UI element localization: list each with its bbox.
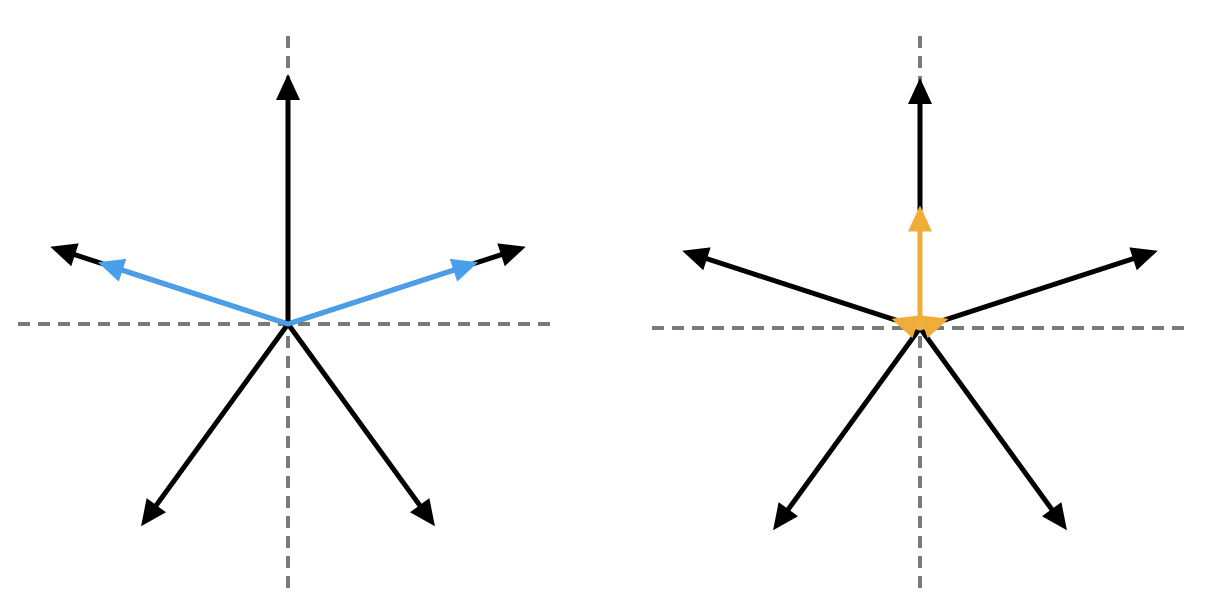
vector-left-lower-right-head <box>409 498 435 527</box>
vector-left-upper-right-head <box>497 243 526 267</box>
vector-right-upper-left-head <box>682 247 711 271</box>
highlight-vector-right-orange-left-head <box>891 315 920 339</box>
vector-right-lower-left-shaft <box>784 325 923 514</box>
vector-left-up <box>276 74 300 327</box>
highlight-vector-left-blue-upper-left <box>97 258 291 327</box>
highlight-vector-right-orange-right-head <box>920 315 949 339</box>
vector-left-up-head <box>276 74 300 100</box>
highlight-vector-left-blue-upper-right-head <box>449 258 479 282</box>
vector-right-upper-left-shaft <box>702 255 923 331</box>
vector-left-lower-left-shaft <box>152 321 291 510</box>
vector-left-lower-right-shaft <box>285 321 424 510</box>
panel-right <box>652 36 1188 588</box>
vector-left-lower-left <box>141 321 291 527</box>
vector-right-lower-right-shaft <box>917 325 1056 514</box>
highlight-vector-right-orange-up-head <box>908 205 932 232</box>
highlight-vector-left-blue-upper-left-head <box>97 258 127 282</box>
highlight-vector-left-blue-upper-right <box>285 258 479 327</box>
vector-right-up-head <box>908 78 932 104</box>
vector-left-lower-right <box>285 321 435 527</box>
vector-right-lower-right <box>917 325 1067 531</box>
vector-left-upper-left-head <box>50 243 79 267</box>
vector-right-lower-right-head <box>1041 502 1067 531</box>
highlight-vector-left-blue-upper-left-shaft <box>118 267 291 327</box>
vector-right-upper-right <box>917 247 1158 331</box>
vector-right-upper-left <box>682 247 923 331</box>
vector-right-lower-left-head <box>773 502 799 531</box>
vector-right-lower-left <box>773 325 923 531</box>
highlight-vector-left-blue-upper-right-shaft <box>285 267 458 327</box>
vector-right-upper-right-shaft <box>917 255 1138 331</box>
panel-left <box>18 36 552 588</box>
vector-right-upper-right-head <box>1129 247 1158 271</box>
vector-left-lower-left-head <box>141 498 167 527</box>
highlight-vector-right-orange-up <box>908 205 932 331</box>
highlight-vector-right-orange-right <box>917 315 949 339</box>
